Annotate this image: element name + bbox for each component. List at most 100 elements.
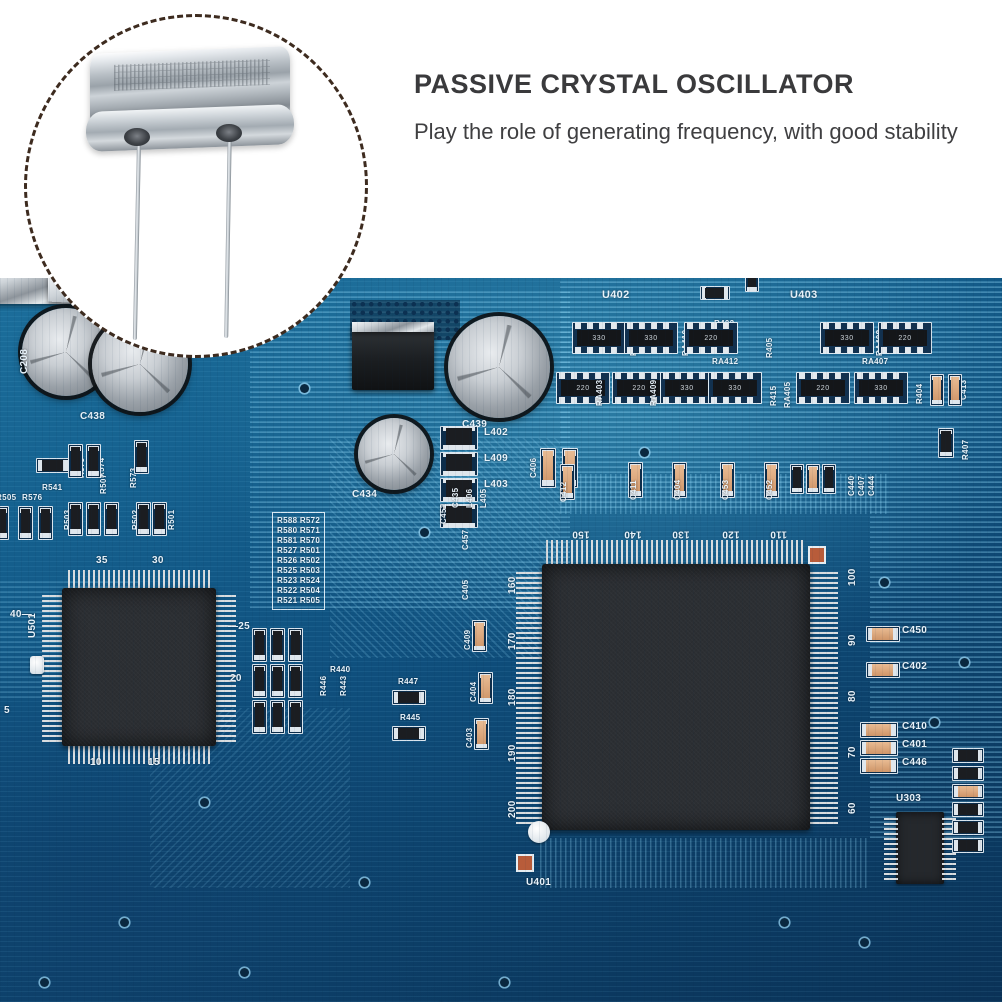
- resistor-network-ra401: 220: [796, 372, 850, 404]
- resistor-left-5: [86, 502, 101, 536]
- resistor-network-ra408: 330: [820, 322, 874, 354]
- pin-index-200: 200: [507, 800, 518, 818]
- silk-u401: U401: [526, 877, 552, 888]
- resistor-left-2: [18, 506, 33, 540]
- silk-row-2: R581 R570: [277, 536, 321, 545]
- silk-row-8: R521 R505: [277, 596, 321, 605]
- silk-u402: U402: [602, 289, 630, 301]
- silk-c440: C440: [847, 475, 856, 496]
- trace-fan-chip-bottom: [540, 838, 870, 888]
- resistor-network-ra403: 220: [556, 372, 610, 404]
- cap-c404: [672, 462, 687, 498]
- silk-ra405: RA405: [783, 381, 792, 408]
- cap-c412: [560, 464, 575, 500]
- pin-index-160: 160: [507, 576, 518, 594]
- test-pad-left: [518, 856, 532, 870]
- via-3: [640, 448, 649, 457]
- resistor-r510: [952, 748, 984, 763]
- u501-index-5: 5: [4, 705, 10, 716]
- resistor-network-ra402: 330: [854, 372, 908, 404]
- silk-c438: C438: [80, 411, 106, 422]
- smd-c4: [252, 664, 267, 698]
- pin-index-190: 190: [507, 744, 518, 762]
- silk-c410: C410: [902, 721, 928, 732]
- silk-c402: C402: [902, 661, 928, 672]
- u501-pin1-marker: [30, 656, 44, 674]
- silk-c406: C406: [529, 457, 538, 478]
- silk-c405: C405: [461, 579, 470, 600]
- silk-row-6: R523 R524: [277, 576, 321, 585]
- inductor-extra: [440, 504, 478, 528]
- silk-c450: C450: [902, 625, 928, 636]
- via-15: [780, 918, 789, 927]
- cap-c452: [764, 462, 779, 498]
- resistor-r407: [938, 428, 954, 458]
- silk-row-0: R588 R572: [277, 516, 321, 525]
- pin-index-70: 70: [847, 746, 858, 758]
- silk-l402: L402: [484, 427, 508, 438]
- resistor-r574: [86, 444, 101, 478]
- crystal-oscillator-photo: [86, 46, 300, 341]
- silk-r505: R505: [0, 493, 17, 502]
- silk-r446: R446: [319, 675, 328, 696]
- silk-c434: C434: [352, 489, 378, 500]
- silk-c407: C407: [857, 475, 866, 496]
- cap-c401: [860, 740, 898, 756]
- smd-c3: [288, 628, 303, 662]
- inductor-l402: [440, 426, 478, 450]
- pin-index-170: 170: [507, 632, 518, 650]
- resistor-r573: [134, 440, 149, 474]
- via-12: [40, 978, 49, 987]
- silk-row-7: R522 R504: [277, 586, 321, 595]
- pin-index-110: 110: [770, 528, 788, 540]
- cap-c340: [952, 784, 984, 799]
- smd-c9: [288, 700, 303, 734]
- pin-index-140: 140: [624, 528, 642, 540]
- resistor-r457: [745, 278, 759, 292]
- resistor-r402: [700, 286, 730, 300]
- inductor-l409: [440, 452, 478, 476]
- via-8: [500, 978, 509, 987]
- resistor-r447: [392, 690, 426, 705]
- smd-c8: [270, 700, 285, 734]
- silkscreen-resistor-table: R588 R572 R580 R571 R581 R570 R527 R501 …: [272, 512, 326, 610]
- pin-index-100: 100: [847, 568, 858, 586]
- silk-r507: R507: [99, 473, 108, 494]
- via-7: [360, 878, 369, 887]
- resistor-network-ra405a: 330: [708, 372, 762, 404]
- smd-c1: [252, 628, 267, 662]
- resistor-network-ra404: 330: [572, 322, 626, 354]
- resistor-r320: [952, 838, 984, 853]
- pin-index-180: 180: [507, 688, 518, 706]
- electrolytic-cap-c439: [448, 316, 550, 418]
- pin-index-120: 120: [722, 528, 740, 540]
- resistor-r575: [68, 444, 83, 478]
- resistor-left-7: [136, 502, 151, 536]
- electrolytic-cap-c434: [358, 418, 430, 490]
- cap-c402: [866, 662, 900, 678]
- smd-c5: [270, 664, 285, 698]
- cap-c453: [720, 462, 735, 498]
- silk-c457: C457: [461, 529, 470, 550]
- cap-c413b: [948, 374, 962, 406]
- pin-index-130: 130: [672, 528, 690, 540]
- via-4: [880, 578, 889, 587]
- silk-u303: U303: [896, 793, 922, 804]
- silk-u501: U501: [27, 612, 38, 638]
- cap-c440: [790, 464, 804, 494]
- silk-l409: L409: [484, 453, 508, 464]
- silk-c401: C401: [902, 739, 928, 750]
- ic-u501: [62, 588, 216, 746]
- silk-r576: R576: [22, 493, 43, 502]
- page-title: PASSIVE CRYSTAL OSCILLATOR: [414, 69, 855, 99]
- crystal-marking-etch: [114, 58, 270, 91]
- inductor-l403: [440, 478, 478, 502]
- u501-index-20: 20: [230, 673, 242, 684]
- u501-index-30: 30: [152, 555, 164, 566]
- pin1-marker: [528, 821, 550, 843]
- qfp-pins-right: [810, 570, 838, 824]
- u501-index-35: 35: [96, 555, 108, 566]
- qfp-pins-top: [546, 540, 806, 566]
- crystal-lead-hole-right: [216, 124, 242, 142]
